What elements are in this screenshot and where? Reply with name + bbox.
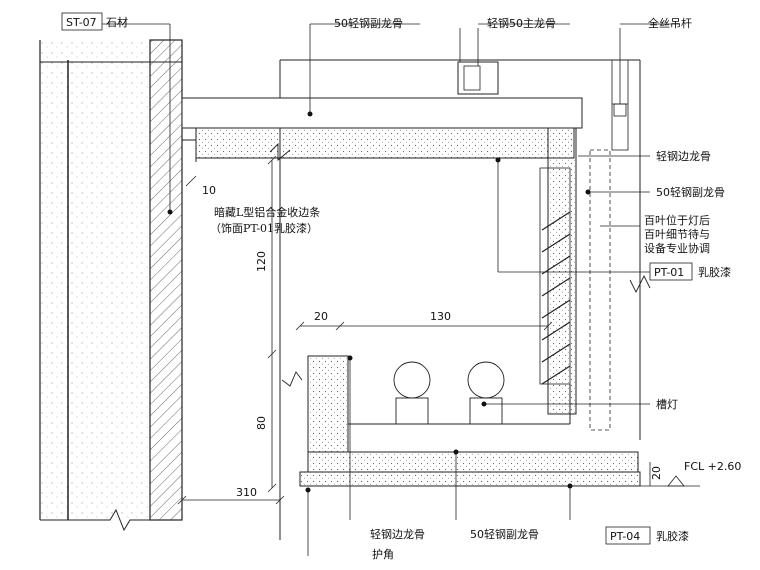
- louver-note-line1: 百叶位于灯后: [644, 213, 710, 227]
- dimension-10: 10: [202, 184, 216, 197]
- ceiling-structure: [181, 28, 651, 540]
- corner-guard-label: 护角: [372, 547, 394, 561]
- trough-light-label: 槽灯: [656, 398, 678, 411]
- louver-note-line3: 设备专业协调: [644, 241, 710, 255]
- dimension-values: 10 120 20 130 80 20 310: [202, 184, 663, 499]
- pt01-tag: PT-01: [654, 266, 684, 279]
- pt04-tag: PT-04: [610, 530, 640, 543]
- trim-note-line2: （饰面PT-01乳胶漆）: [210, 221, 318, 235]
- label-group: ST-07 石材 50轻钢副龙骨 轻钢50主龙骨 全丝吊杆 轻钢边龙骨 50轻钢…: [61, 12, 741, 561]
- pt04-text: 乳胶漆: [656, 529, 689, 543]
- secondary-keel-top-label: 50轻钢副龙骨: [334, 16, 403, 30]
- dimension-20-top: 20: [314, 310, 328, 323]
- hanger-rod-label: 全丝吊杆: [648, 16, 692, 30]
- secondary-keel-right-label: 50轻钢副龙骨: [656, 185, 725, 199]
- stone-wall: [39, 39, 183, 532]
- st07-text: 石材: [106, 15, 128, 29]
- leader-lines: [102, 23, 680, 556]
- dimension-20-right: 20: [650, 466, 663, 480]
- edge-keel-bottom-label: 轻钢边龙骨: [370, 527, 425, 541]
- pt01-text: 乳胶漆: [698, 265, 731, 279]
- leader-dots: [167, 111, 591, 493]
- secondary-keel-bottom-label: 50轻钢副龙骨: [470, 527, 539, 541]
- louver-note-line2: 百叶细节待与: [644, 227, 710, 241]
- dimension-80: 80: [255, 416, 268, 430]
- main-keel-label: 轻钢50主龙骨: [487, 16, 556, 30]
- edge-keel-right-label: 轻钢边龙骨: [656, 149, 711, 163]
- trim-note-line1: 暗藏L型铝合金收边条: [214, 205, 320, 219]
- dimension-lines: [177, 155, 700, 505]
- dimension-120: 120: [255, 251, 268, 272]
- dimension-130: 130: [430, 310, 451, 323]
- st07-tag: ST-07: [66, 16, 97, 29]
- dimension-310: 310: [236, 486, 257, 499]
- fcl-level-label: FCL +2.60: [684, 460, 741, 473]
